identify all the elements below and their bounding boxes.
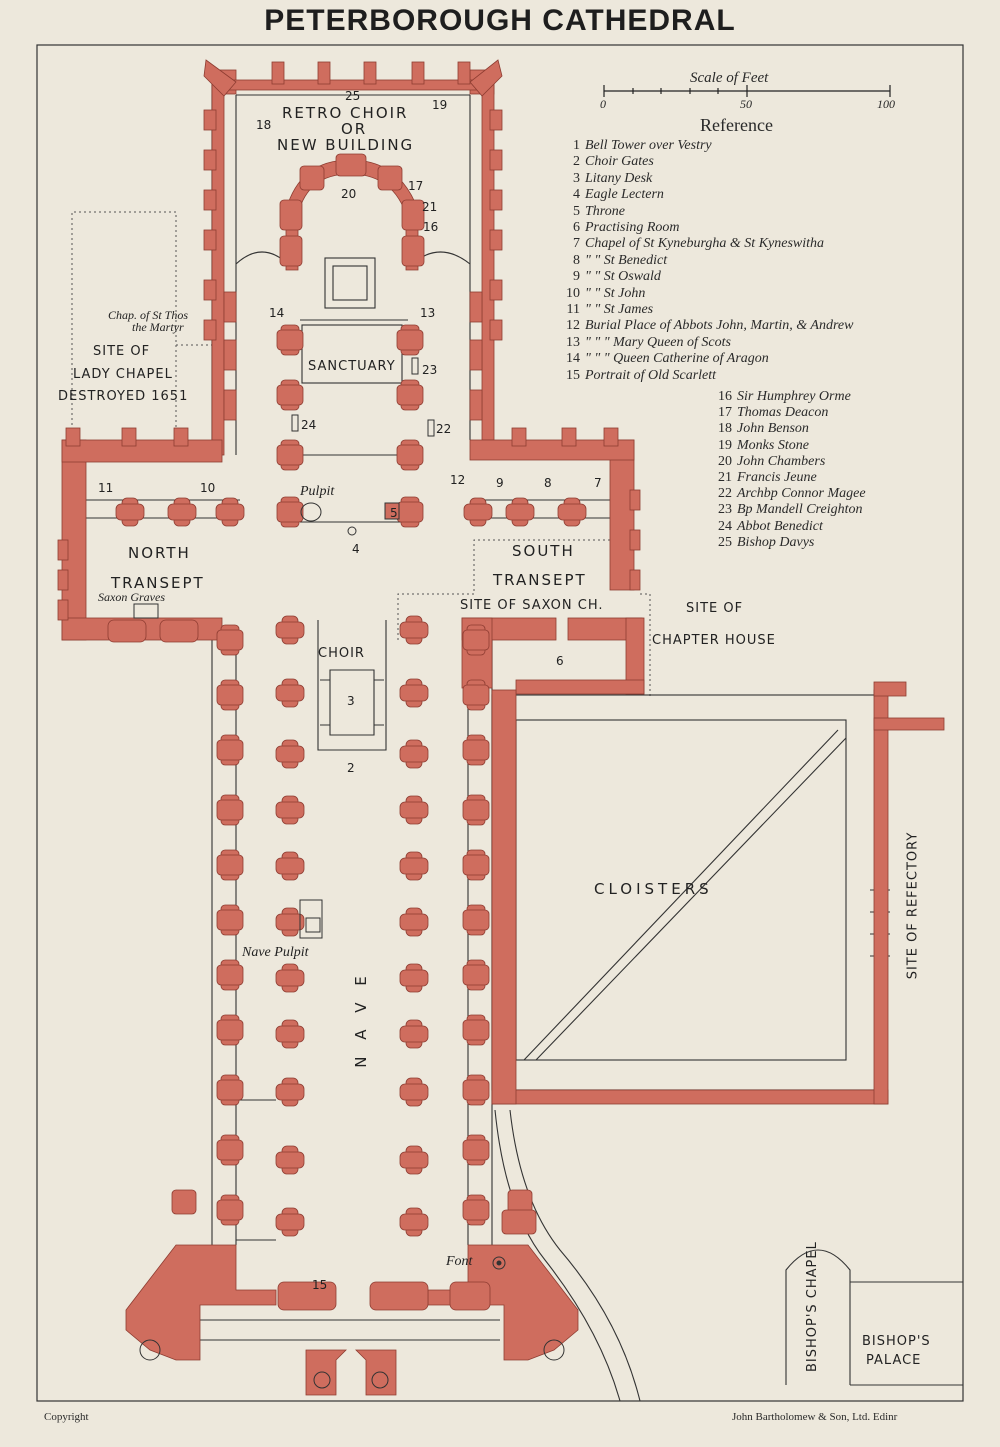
map-frame: [36, 44, 964, 1402]
saxon-church-site-outline: [397, 539, 640, 640]
location-number: 6: [556, 654, 564, 668]
location-number: 8: [544, 476, 552, 490]
reference-item: 14" " " Queen Catherine of Aragon: [566, 351, 769, 367]
location-number: 16: [423, 220, 439, 234]
copyright-note: Copyright: [44, 1411, 89, 1423]
location-number: 14: [269, 306, 285, 320]
bishops-palace-label: BISHOP'S: [862, 1334, 931, 1349]
cathedral-walls: [57, 59, 945, 1396]
location-number: 25: [345, 89, 361, 103]
location-number: 10: [200, 481, 216, 495]
map-title: PETERBOROUGH CATHEDRAL: [264, 4, 736, 37]
chapter-house-label-2: CHAPTER HOUSE: [652, 633, 776, 648]
pulpit-label: Pulpit: [300, 484, 335, 499]
lady-chapel-label: SITE OF: [93, 344, 151, 359]
lady-chapel-site-outline: [71, 211, 177, 430]
location-number: 20: [341, 187, 357, 201]
reference-item: 10" " St John: [566, 285, 646, 301]
publisher-note: John Bartholomew & Son, Ltd. Edinr: [732, 1411, 898, 1423]
saxon-graves-symbol: [133, 603, 159, 619]
location-number: 4: [352, 542, 360, 556]
nave-pulpit-label: Nave Pulpit: [242, 945, 309, 960]
font-label: Font: [446, 1254, 473, 1269]
reference-heading: Reference: [700, 115, 773, 135]
bishops-chapel-label: BISHOP'S CHAPEL: [805, 1241, 820, 1372]
bishops-palace-label-2: PALACE: [866, 1353, 922, 1368]
scale-tick: 100: [877, 97, 895, 111]
south-transept-label: SOUTH: [512, 542, 575, 560]
location-number: 23: [422, 363, 438, 377]
nave-label: N A V E: [352, 970, 370, 1068]
south-transept-label-2: TRANSEPT: [493, 571, 587, 589]
location-number: 5: [390, 506, 398, 520]
cloisters-label: CLOISTERS: [594, 880, 713, 898]
lady-chapel-label-2: LADY CHAPEL: [73, 367, 173, 382]
refectory-label: SITE OF REFECTORY: [905, 831, 921, 980]
reference-item: 8" " St Benedict: [573, 252, 668, 268]
sanctuary-label: SANCTUARY: [308, 359, 396, 374]
chapter-house-site-outline: [640, 593, 651, 698]
cloister-diagonal: [523, 729, 847, 1061]
lady-chapel-label-3: DESTROYED 1651: [58, 389, 189, 404]
chapel-thomas-label-2: the Martyr: [132, 320, 184, 334]
north-transept-label-2: TRANSEPT: [111, 574, 205, 592]
location-number: 11: [98, 481, 114, 495]
chapel-thomas-label: Chap. of St Thos: [108, 308, 189, 322]
location-number: 7: [594, 476, 602, 490]
scale-tick: 0: [600, 97, 606, 111]
location-number: 17: [408, 179, 424, 193]
location-number: 15: [312, 1278, 328, 1292]
saxon-graves-label: Saxon Graves: [98, 590, 165, 604]
bishops-chapel-outline: [785, 1249, 851, 1385]
font-symbol: [492, 1256, 506, 1270]
location-number: 19: [432, 98, 448, 112]
scale-tick: 50: [740, 97, 752, 111]
pulpit-symbol: [300, 502, 322, 522]
reference-item: 9" " St Oswald: [573, 269, 661, 285]
choir-label: CHOIR: [318, 646, 365, 661]
location-number: 13: [420, 306, 436, 320]
retro-choir-or-label: OR: [341, 120, 368, 138]
north-transept-label: NORTH: [128, 544, 191, 562]
reference-item: 11" " St James: [566, 302, 654, 318]
location-number: 12: [450, 473, 466, 487]
location-number: 24: [301, 418, 317, 432]
reference-item: 13" " " Mary Queen of Scots: [566, 334, 731, 350]
new-building-label: NEW BUILDING: [277, 136, 415, 154]
location-number: 9: [496, 476, 504, 490]
nave-pulpit-symbol: [299, 899, 323, 939]
location-number: 22: [436, 422, 452, 436]
location-number: 3: [347, 694, 355, 708]
saxon-church-label: SITE OF SAXON CH.: [460, 598, 604, 613]
chapter-house-label: SITE OF: [686, 601, 744, 616]
location-number: 18: [256, 118, 272, 132]
location-number: 2: [347, 761, 355, 775]
scale-title: Scale of Feet: [690, 70, 769, 86]
retro-choir-label: RETRO CHOIR: [282, 104, 409, 122]
location-number: 21: [422, 200, 438, 214]
